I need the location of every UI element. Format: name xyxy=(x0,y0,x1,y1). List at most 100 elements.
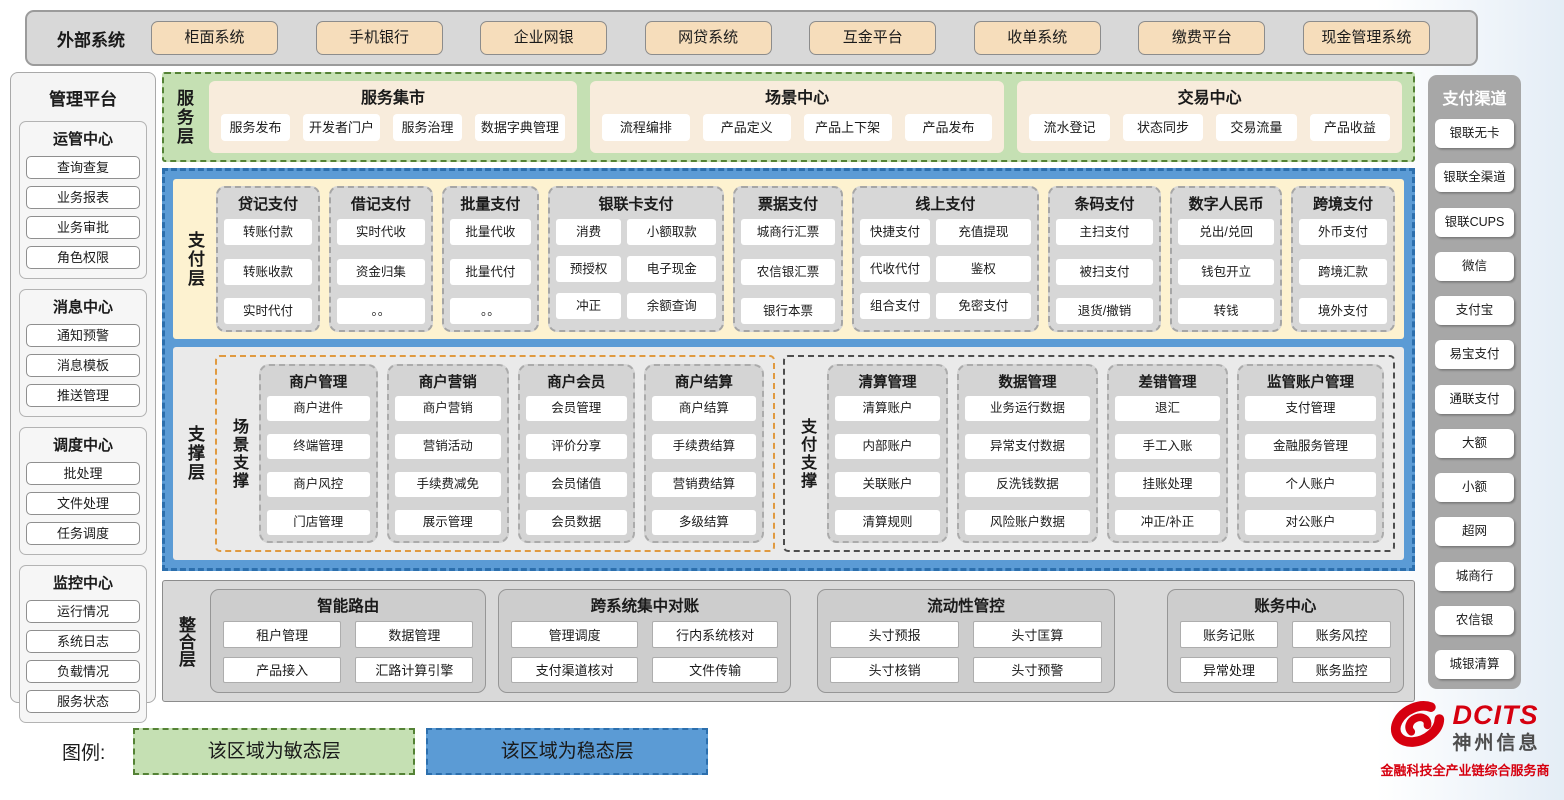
service-item-box: 开发者门户 xyxy=(302,114,380,141)
payment-function-box: 余额查询 xyxy=(627,293,717,319)
support-column-clearing: 清算管理 清算账户内部账户关联账户清算规则 xyxy=(827,364,948,543)
column-title: 监管账户管理 xyxy=(1266,375,1354,391)
management-item-box: 业务审批 xyxy=(26,216,140,239)
payment-function-box: 境外支付 xyxy=(1299,298,1387,324)
management-item-box: 消息模板 xyxy=(26,354,140,377)
service-item-box: 数据字典管理 xyxy=(474,114,565,141)
payment-function-box: 免密支付 xyxy=(936,293,1031,319)
group-title: 调度中心 xyxy=(52,437,113,454)
management-item-box: 业务报表 xyxy=(26,186,140,209)
support-function-box: 对公账户 xyxy=(1244,510,1377,535)
service-item-box: 产品定义 xyxy=(702,114,791,141)
column-items: 支付管理金融服务管理个人账户对公账户 xyxy=(1244,396,1377,535)
category-title: 线上支付 xyxy=(915,196,976,213)
support-function-box: 个人账户 xyxy=(1244,472,1377,497)
channel-box: 银联CUPS xyxy=(1435,207,1514,237)
support-function-box: 清算规则 xyxy=(835,510,940,535)
service-layer-label: 服务层 xyxy=(174,88,193,146)
integration-function-box: 文件传输 xyxy=(651,656,779,683)
center-title: 场景中心 xyxy=(765,90,830,107)
module-title: 跨系统集中对账 xyxy=(590,598,700,615)
column-items: 退汇手工入账挂账处理冲正/补正 xyxy=(1115,396,1220,535)
management-group-scheduling: 调度中心 批处理文件处理任务调度 xyxy=(19,427,147,555)
payment-function-box: 预授权 xyxy=(555,256,622,282)
management-item-box: 批处理 xyxy=(26,462,140,485)
support-function-box: 业务运行数据 xyxy=(964,396,1091,421)
category-title: 跨境支付 xyxy=(1312,196,1373,213)
integration-module-accounting: 账务中心 账务记账账务风控异常处理账务监控 xyxy=(1166,589,1404,693)
payment-support-group: 支付支撑 清算管理 清算账户内部账户关联账户清算规则 数据管理 业务运行数据异常… xyxy=(783,355,1395,552)
dcits-swirl-icon xyxy=(1389,700,1447,757)
payment-function-box: 主扫支付 xyxy=(1055,219,1154,245)
integration-function-box: 汇路计算引擎 xyxy=(355,656,474,683)
group-items: 运行情况系统日志负载情况服务状态 xyxy=(26,600,140,713)
support-function-box: 终端管理 xyxy=(267,434,370,459)
support-function-box: 反洗钱数据 xyxy=(964,472,1091,497)
category-title: 银联卡支付 xyxy=(598,196,674,213)
payment-function-box: 退货/撤销 xyxy=(1055,298,1154,324)
integration-function-box: 数据管理 xyxy=(355,621,474,648)
module-items: 租户管理数据管理产品接入汇路计算引擎 xyxy=(223,621,474,683)
external-system-box: 收单系统 xyxy=(973,21,1101,55)
management-item-box: 通知预警 xyxy=(26,324,140,347)
payment-function-box: 农信银汇票 xyxy=(741,258,836,285)
integration-function-box: 租户管理 xyxy=(223,621,342,648)
payment-function-box: 。。 xyxy=(336,298,425,324)
support-column-regulatory-account: 监管账户管理 支付管理金融服务管理个人账户对公账户 xyxy=(1236,364,1385,543)
external-systems-list: 柜面系统手机银行企业网银网贷系统互金平台收单系统缴费平台现金管理系统 xyxy=(151,21,1476,55)
support-function-box: 冲正/补正 xyxy=(1115,510,1220,535)
payment-channels-title: 支付渠道 xyxy=(1442,91,1507,108)
support-function-box: 门店管理 xyxy=(267,510,370,535)
management-item-box: 推送管理 xyxy=(26,384,140,407)
external-system-box: 企业网银 xyxy=(480,21,608,55)
category-items: 消费小额取款预授权电子现金冲正余额查询 xyxy=(555,219,717,324)
payment-function-box: 电子现金 xyxy=(627,256,717,282)
column-title: 商户营销 xyxy=(418,375,477,391)
service-item-box: 服务治理 xyxy=(392,114,462,141)
category-items: 兑出/兑回钱包开立转钱 xyxy=(1178,219,1275,324)
center-items: 服务发布开发者门户服务治理数据字典管理 xyxy=(221,110,565,145)
module-items: 头寸预报头寸匡算头寸核销头寸预警 xyxy=(830,621,1102,683)
integration-layer-label: 整合层 xyxy=(176,615,195,667)
external-system-box: 现金管理系统 xyxy=(1302,21,1430,55)
support-function-box: 关联账户 xyxy=(835,472,940,497)
support-column-merchant-marketing: 商户营销 商户营销营销活动手续费减免展示管理 xyxy=(386,364,509,543)
payment-function-box: 实时代付 xyxy=(224,298,312,324)
support-function-box: 商户风控 xyxy=(267,472,370,497)
integration-function-box: 头寸核销 xyxy=(830,656,959,683)
group-items: 查询查复业务报表业务审批角色权限 xyxy=(26,156,140,269)
category-items: 主扫支付被扫支付退货/撤销 xyxy=(1055,219,1154,324)
payment-category-barcode: 条码支付 主扫支付被扫支付退货/撤销 xyxy=(1047,186,1162,332)
channel-box: 小额 xyxy=(1435,473,1514,502)
payment-layer: 支付层 贷记支付 转账付款转账收款实时代付 借记支付 实时代收资金归集。。 批量… xyxy=(173,179,1404,339)
channel-box: 通联支付 xyxy=(1435,384,1514,414)
payment-category-credit: 贷记支付 转账付款转账收款实时代付 xyxy=(216,186,320,332)
channel-box: 超网 xyxy=(1435,517,1514,547)
category-items: 转账付款转账收款实时代付 xyxy=(224,219,312,324)
payment-function-box: 兑出/兑回 xyxy=(1178,219,1275,245)
payment-function-box: 银行本票 xyxy=(741,298,836,324)
legend-agile-box: 该区域为敏态层 xyxy=(133,728,416,775)
module-items: 账务记账账务风控异常处理账务监控 xyxy=(1179,621,1391,683)
management-item-box: 角色权限 xyxy=(26,246,140,269)
integration-function-box: 产品接入 xyxy=(223,656,342,683)
logo-company-text: 神州信息 xyxy=(1452,732,1541,754)
service-item-box: 产品上下架 xyxy=(803,114,892,141)
logo-tagline: 金融科技全产业链综合服务商 xyxy=(1380,763,1550,778)
support-column-merchant-mgmt: 商户管理 商户进件终端管理商户风控门店管理 xyxy=(259,364,378,543)
payment-function-box: 实时代收 xyxy=(336,219,425,245)
payment-function-box: 转钱 xyxy=(1178,298,1275,324)
column-title: 商户管理 xyxy=(289,375,348,391)
channel-box: 微信 xyxy=(1435,251,1514,281)
payment-function-box: 转账付款 xyxy=(224,219,312,245)
column-items: 商户营销营销活动手续费减免展示管理 xyxy=(394,396,501,535)
integration-module-reconciliation: 跨系统集中对账 管理调度行内系统核对支付渠道核对文件传输 xyxy=(498,589,792,693)
stable-layer-container: 支付层 贷记支付 转账付款转账收款实时代付 借记支付 实时代收资金归集。。 批量… xyxy=(162,168,1415,571)
management-item-box: 运行情况 xyxy=(26,600,140,623)
module-title: 流动性管控 xyxy=(927,598,1005,615)
integration-module-smart-routing: 智能路由 租户管理数据管理产品接入汇路计算引擎 xyxy=(210,589,487,693)
service-layer: 服务层 服务集市 服务发布开发者门户服务治理数据字典管理 场景中心 流程编排产品… xyxy=(162,72,1415,162)
